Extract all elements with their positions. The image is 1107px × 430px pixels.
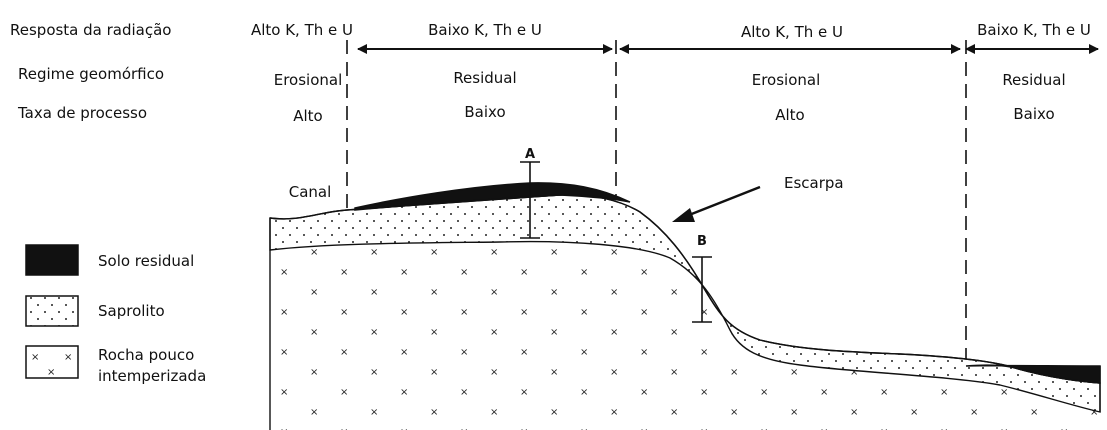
- legend-label-rock-line2: intemperizada: [98, 367, 206, 385]
- zone2-rate: Baixo: [464, 103, 505, 121]
- zone2-radiation: Baixo K, Th e U: [428, 21, 542, 39]
- legend-rock-cross-2: ×: [64, 352, 72, 363]
- zone4-regime: Residual: [1002, 71, 1065, 89]
- zone3-rate: Alto: [775, 106, 805, 124]
- zone1-regime: Erosional: [274, 71, 343, 89]
- scarp-arrow-head: [672, 208, 695, 222]
- zone1-radiation: Alto K, Th e U: [251, 21, 353, 39]
- zone3-regime: Erosional: [752, 71, 821, 89]
- scarp-arrow-shaft: [683, 185, 761, 219]
- row-label-rate: Taxa de processo: [17, 104, 147, 122]
- zone4-rate: Baixo: [1013, 105, 1054, 123]
- legend-swatch-rock: [25, 345, 79, 379]
- legend-label-rock-line1: Rocha pouco: [98, 346, 194, 364]
- legend-rock-cross-1: ×: [31, 352, 39, 363]
- legend-swatch-residual-soil: [25, 244, 79, 276]
- zone4-radiation: Baixo K, Th e U: [977, 21, 1091, 39]
- marker-b-label: B: [697, 234, 707, 249]
- channel-label: Canal: [289, 183, 332, 201]
- legend-rock-cross-3: ×: [47, 367, 55, 378]
- row-label-regime: Regime geomórfico: [18, 65, 164, 83]
- scarp-label: Escarpa: [784, 174, 844, 192]
- zone3-radiation: Alto K, Th e U: [741, 23, 843, 41]
- legend-label-residual-soil: Solo residual: [98, 252, 194, 270]
- row-label-radiation: Resposta da radiação: [10, 21, 171, 39]
- legend-swatch-saprolite: [25, 295, 79, 327]
- marker-a-label: A: [525, 147, 535, 162]
- rock-layer: [270, 241, 1100, 430]
- legend-label-saprolite: Saprolito: [98, 302, 165, 320]
- zone2-regime: Residual: [453, 69, 516, 87]
- zone1-rate: Alto: [293, 107, 323, 125]
